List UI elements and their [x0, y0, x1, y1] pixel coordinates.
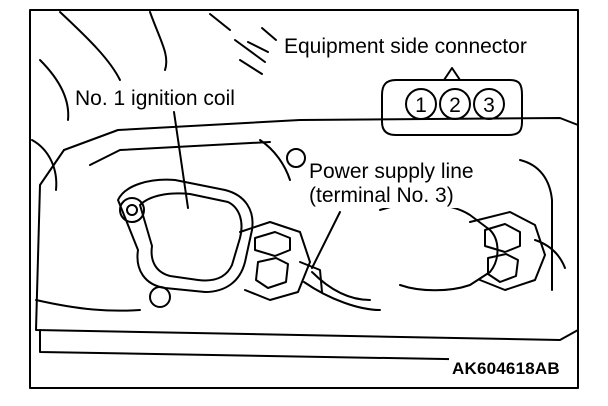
connector-leader	[247, 41, 269, 53]
ignition-coil-body	[117, 178, 254, 293]
pin-3-circle	[473, 88, 505, 120]
second-coil	[379, 202, 499, 292]
equipment-connector-label: Equipment side connector	[281, 35, 530, 58]
bolt-circle	[149, 286, 171, 308]
figure-frame	[29, 9, 579, 389]
power-supply-line-1: Power supply line	[309, 160, 474, 183]
power-supply-line-2: (terminal No. 3)	[309, 184, 454, 207]
pin-1-label: 1	[415, 94, 427, 117]
pin-2-label: 2	[449, 94, 461, 117]
ignition-coil-label: No. 1 ignition coil	[72, 87, 238, 110]
coil-bolt	[119, 197, 145, 223]
power-supply-label: Power supply line (terminal No. 3)	[306, 160, 477, 208]
head-cover-outline	[63, 117, 579, 151]
engine-background-lines	[31, 11, 277, 191]
bolt-circle	[286, 148, 306, 168]
equipment-connector-shroud	[381, 79, 523, 136]
pin-1-circle	[405, 88, 437, 120]
pin-3-label: 3	[483, 94, 495, 117]
figure-code: AK604618AB	[449, 357, 563, 380]
coil-connector	[239, 221, 311, 301]
power-line-leader	[311, 211, 341, 269]
coil-leader-line	[173, 111, 189, 209]
pin-2-circle	[439, 88, 471, 120]
